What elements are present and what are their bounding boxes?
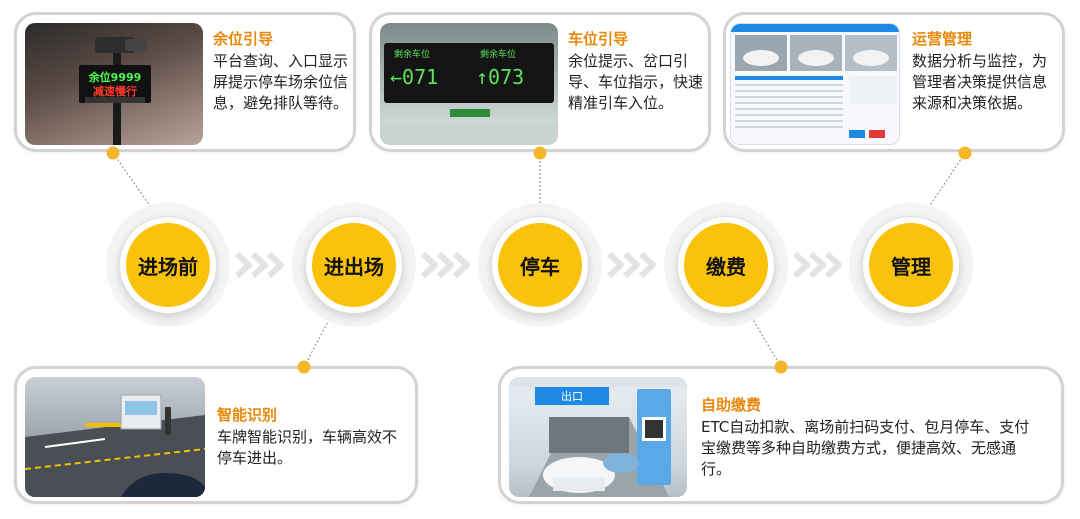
recognition-image: [25, 377, 205, 497]
remaining-sign-line2: 减速慢行: [93, 85, 137, 98]
exit-sign: 出口: [561, 390, 583, 403]
remaining-sign-illustration: [79, 37, 151, 145]
payment-title: 自助缴费: [701, 396, 762, 414]
connector-recognition: [303, 317, 331, 368]
payment-body: ETC自动扣款、离场前扫码支付、包月停车、支付宝缴费等多种自助缴费方式，便捷高效…: [701, 418, 1030, 478]
remaining-sign-image: 余位9999 减速慢行: [25, 23, 203, 145]
operations-body: 数据分析与监控，为管理者决策提供信息来源和决策依据。: [912, 52, 1048, 112]
stage-entry-exit: 进出场: [306, 217, 402, 313]
connector-operations: [924, 152, 966, 214]
space-guide-body: 余位提示、岔口引导、车位指示，快速精准引车入位。: [568, 52, 704, 112]
chevron-arrow-icon: [606, 251, 656, 279]
stage-before-entry: 进场前: [120, 217, 216, 313]
dot-payment: [774, 360, 788, 374]
space-sign-header-right: 剩余车位: [480, 50, 517, 60]
remaining-sign-line1: 余位9999: [88, 71, 142, 84]
dot-remaining: [106, 146, 120, 160]
dot-recognition: [297, 360, 311, 374]
stage-management: 管理: [863, 217, 959, 313]
dot-operations: [958, 146, 972, 160]
chevron-arrow-icon: [420, 251, 470, 279]
space-guide-title: 车位引导: [568, 30, 629, 48]
space-sign-left-value: ←071: [390, 65, 439, 89]
space-sign-image: 剩余车位 剩余车位 ←071 ↑073: [380, 23, 558, 145]
connector-remaining: [112, 152, 156, 214]
dot-space: [533, 146, 547, 160]
operations-dashboard-illustration: [731, 24, 899, 138]
chevron-arrow-icon: [792, 251, 842, 279]
card-smart-recognition: 智能识别 车牌智能识别，车辆高效不停车进出。: [14, 366, 418, 504]
operations-title: 运营管理: [912, 30, 973, 48]
stage-parking: 停车: [492, 217, 588, 313]
card-space-guide: 剩余车位 剩余车位 ←071 ↑073 车位引导 余位提示、岔口引导、车位指示，…: [369, 12, 711, 152]
operations-dashboard-image: [730, 23, 900, 145]
connector-payment: [751, 317, 782, 368]
card-operations: 运营管理 数据分析与监控，为管理者决策提供信息来源和决策依据。: [723, 12, 1065, 152]
recognition-illustration: [25, 394, 205, 497]
space-sign-right-value: ↑073: [476, 65, 525, 89]
remaining-guide-title: 余位引导: [213, 30, 274, 48]
space-sign-illustration: [380, 43, 558, 145]
remaining-guide-body: 平台查询、入口显示屏提示停车场余位信息，避免排队等待。: [213, 52, 349, 112]
payment-illustration: [509, 377, 687, 497]
stage-payment: 缴费: [678, 217, 774, 313]
recognition-title: 智能识别: [217, 406, 278, 424]
card-remaining-guide: 余位9999 减速慢行 余位引导 平台查询、入口显示屏提示停车场余位信息，避免排…: [14, 12, 356, 152]
recognition-body: 车牌智能识别，车辆高效不停车进出。: [217, 428, 398, 467]
space-sign-header-left: 剩余车位: [394, 50, 431, 60]
payment-image: 出口: [509, 377, 687, 497]
chevron-arrow-icon: [234, 251, 284, 279]
card-self-payment: 出口 自助缴费 ETC自动扣款、离场前扫码支付、包月停车、支付宝缴费等多种自助缴…: [498, 366, 1064, 504]
